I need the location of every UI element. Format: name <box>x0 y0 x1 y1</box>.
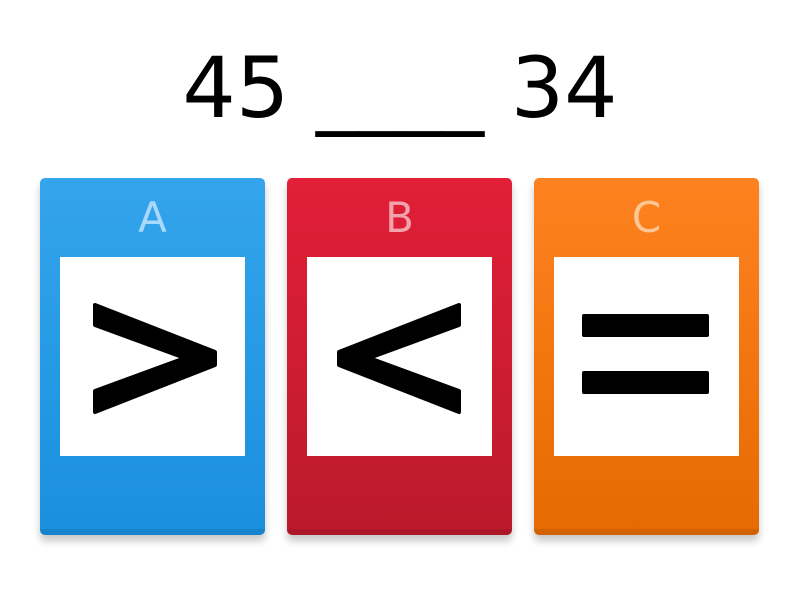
answer-card-b[interactable]: B <box>287 178 512 535</box>
answer-card-c[interactable]: C <box>534 178 759 535</box>
equals-icon <box>554 257 739 456</box>
answer-letter: A <box>138 193 167 242</box>
question-text: 45 ____ 34 <box>182 39 618 137</box>
answer-letter: C <box>631 193 662 242</box>
answer-card-a[interactable]: A <box>40 178 265 535</box>
answer-letter: B <box>385 193 414 242</box>
less-than-icon <box>307 257 492 456</box>
greater-than-icon <box>60 257 245 456</box>
